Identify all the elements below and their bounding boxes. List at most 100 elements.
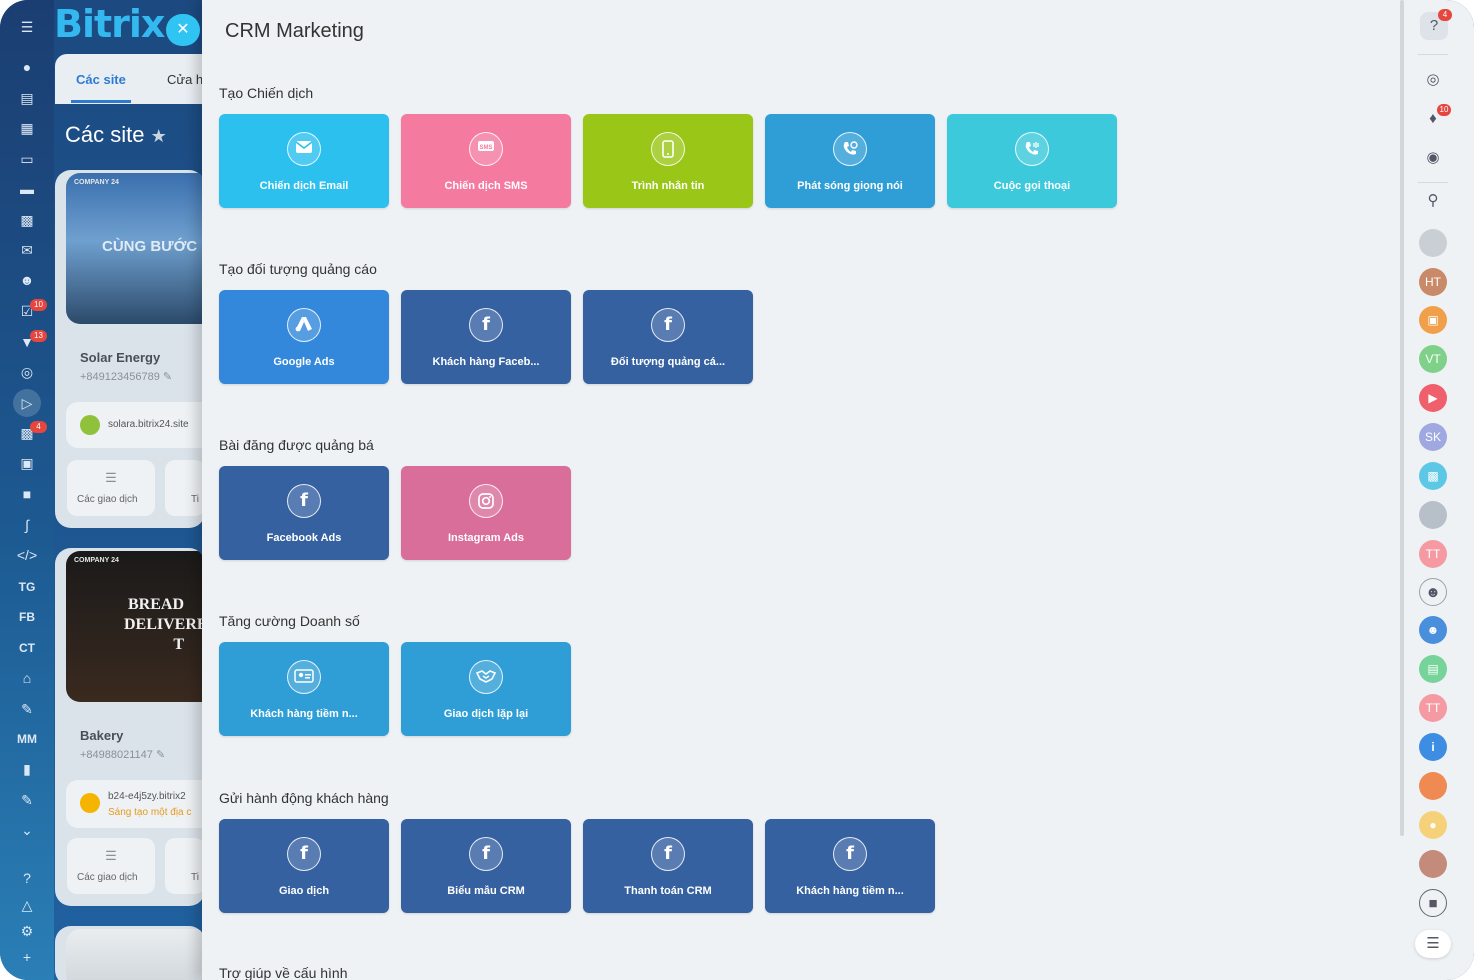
edit-list-icon[interactable]: ✎ <box>21 792 33 808</box>
tab-sites[interactable]: Các site <box>76 72 126 87</box>
nav-item-fb[interactable]: FB <box>19 610 35 624</box>
promo-avatar[interactable] <box>1419 772 1447 800</box>
site-thumbnail[interactable]: COMPANY 24 CÙNG BƯỚC <box>66 173 205 324</box>
feed-icon[interactable]: ▤ <box>20 90 34 106</box>
deals-button[interactable]: ☰ Các giao dịch <box>67 460 155 516</box>
help-icon[interactable]: ? <box>23 870 31 886</box>
automation-icon[interactable]: ∫ <box>25 517 29 533</box>
section-title: Bài đăng được quảng bá <box>219 437 374 453</box>
sitemap-icon[interactable]: △ <box>21 897 33 913</box>
add-plus-icon[interactable]: + <box>22 949 32 965</box>
nav-item-mm[interactable]: MM <box>17 732 37 746</box>
facebook-icon: f <box>469 308 503 342</box>
tile-phone[interactable]: Trình nhắn tin <box>583 114 753 208</box>
site-name[interactable]: Solar Energy <box>80 350 161 365</box>
shop-cart-icon[interactable]: ▷ <box>13 389 41 417</box>
lock-icon[interactable]: ■ <box>1419 889 1447 917</box>
calendar-icon[interactable]: ▦ <box>20 120 34 136</box>
food-avatar[interactable] <box>1419 850 1447 878</box>
more-chevron-icon[interactable]: ⌄ <box>21 822 33 838</box>
avatar-vt[interactable]: VT <box>1419 345 1447 373</box>
chat-icon[interactable]: ▩ <box>20 212 34 228</box>
tile-label: Giao dịch lặp lại <box>443 708 529 720</box>
tile-handshake[interactable]: Giao dịch lặp lại <box>401 642 571 736</box>
instagram-icon <box>469 484 503 518</box>
inventory-icon[interactable]: ■ <box>22 486 32 502</box>
tile-label: Biểu mẫu CRM <box>447 885 525 897</box>
video-call-icon[interactable]: ▶ <box>1419 384 1447 412</box>
idea-bulb-icon[interactable]: ● <box>1419 811 1447 839</box>
info-icon[interactable]: i <box>1419 733 1447 761</box>
search-icon[interactable]: ⚲ <box>1427 192 1439 209</box>
group-avatar-icon[interactable]: ☻ <box>1419 616 1447 644</box>
avatar-tt[interactable]: TT <box>1419 540 1447 568</box>
tile-email[interactable]: Chiến dịch Email <box>219 114 389 208</box>
settings-gear-icon[interactable]: ⚙ <box>20 923 34 939</box>
deals-label: Các giao dịch <box>77 494 138 505</box>
scrollbar[interactable] <box>1400 0 1404 836</box>
code-icon[interactable]: </> <box>16 547 38 563</box>
bear-avatar[interactable]: ☻ <box>1419 578 1447 606</box>
user-avatar[interactable] <box>1419 229 1447 257</box>
reports-icon[interactable]: ▮ <box>23 761 31 777</box>
avatar-ht[interactable]: HT <box>1419 268 1447 296</box>
tile-instagram[interactable]: Instagram Ads <box>401 466 571 560</box>
notification-bell-icon[interactable]: ♦ <box>1429 110 1437 127</box>
list-menu-icon[interactable]: ☰ <box>1415 930 1451 958</box>
handshake-icon <box>469 660 503 694</box>
chat-bubble-icon[interactable]: ◉ <box>1426 149 1440 166</box>
groups-icon[interactable]: ☻ <box>19 272 35 288</box>
drive-icon[interactable]: ▬ <box>20 181 34 197</box>
avatar-tt[interactable]: TT <box>1419 694 1447 722</box>
site-warning-text[interactable]: Sáng tạo một địa c <box>108 807 192 818</box>
nav-item-tg[interactable]: TG <box>18 580 36 594</box>
notes-icon[interactable]: ▤ <box>1419 655 1447 683</box>
site-thumbnail[interactable] <box>66 929 205 980</box>
menu-hamburger-icon[interactable]: ☰ <box>20 19 34 35</box>
second-action-button[interactable]: Ti <box>165 838 205 894</box>
mail-icon[interactable]: ✉ <box>21 242 33 258</box>
voice-call-icon <box>833 132 867 166</box>
tile-label: Khách hàng tiềm n... <box>796 885 904 897</box>
svg-text:SMS: SMS <box>479 145 492 151</box>
presentation-icon[interactable]: ▣ <box>1419 306 1447 334</box>
user-avatar[interactable] <box>1419 501 1447 529</box>
link-icon <box>80 415 100 435</box>
activity-stream-icon[interactable]: ● <box>22 59 32 75</box>
site-link[interactable]: solara.bitrix24.site <box>108 419 189 430</box>
second-action-button[interactable]: Ti <box>165 460 205 516</box>
target-icon[interactable]: ◎ <box>20 364 34 380</box>
site-thumbnail[interactable]: COMPANY 24 BREAD DELIVERED T <box>66 551 205 702</box>
target-icon[interactable]: ◎ <box>1426 71 1440 88</box>
close-slider-button[interactable]: ✕ <box>166 14 200 46</box>
tile-call[interactable]: Cuộc gọi thoại <box>947 114 1117 208</box>
site-name[interactable]: Bakery <box>80 728 124 743</box>
site-phone: +849123456789 ✎ <box>80 371 173 383</box>
documents-icon[interactable]: ▭ <box>20 151 34 167</box>
robot-icon[interactable]: ▣ <box>20 455 34 471</box>
company-icon[interactable]: ⌂ <box>22 670 32 686</box>
nav-item-ct[interactable]: CT <box>19 641 35 655</box>
left-navigation: ☰ ● ▤ ▦ ▭ ▬ ▩ ✉ ☻ ☑ 10 ▼ 13 ◎ ▷ ▩ 4 ▣ ■ … <box>0 0 54 980</box>
tab-stores[interactable]: Cửa h <box>167 72 204 87</box>
tab-active-underline <box>71 100 131 103</box>
tile-contact-card[interactable]: Khách hàng tiềm n... <box>219 642 389 736</box>
thumb-headline: CÙNG BƯỚC <box>102 238 198 255</box>
tile-voice-call[interactable]: Phát sóng giọng nói <box>765 114 935 208</box>
filter-badge: 13 <box>30 330 47 342</box>
tile-google-ads[interactable]: Google Ads <box>219 290 389 384</box>
site-link[interactable]: b24-e4j5zy.bitrix2 <box>108 791 186 802</box>
sign-icon[interactable]: ✎ <box>21 701 33 717</box>
avatar-sk[interactable]: SK <box>1419 423 1447 451</box>
favorite-star-icon[interactable]: ★ <box>150 126 167 146</box>
deals-button[interactable]: ☰ Các giao dịch <box>67 838 155 894</box>
chat-group-icon[interactable]: ▩ <box>1419 462 1447 490</box>
